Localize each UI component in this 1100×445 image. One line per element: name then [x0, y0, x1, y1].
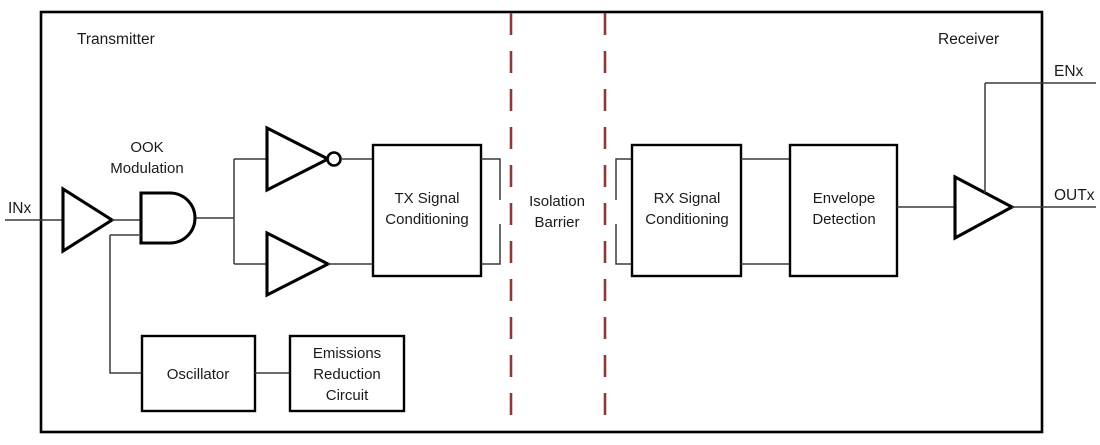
wire-tx-cond-top-to-barrier: [481, 158, 501, 200]
tx-signal-conditioning-label-line1: TX Signal: [394, 190, 459, 207]
ook-modulation-label-line2: Modulation: [110, 160, 183, 177]
emissions-reduction-label-line1: Emissions: [313, 345, 381, 362]
tx-signal-conditioning-block: [371, 143, 483, 278]
input-buffer-gate: [61, 186, 115, 254]
wire-tx-cond-bottom-to-barrier: [481, 224, 501, 265]
isolation-barrier-label-line1: Isolation: [529, 193, 585, 210]
output-buffer-gate: [953, 174, 1016, 241]
isolation-barrier-label-line2: Barrier: [534, 214, 579, 231]
device-outline: [39, 10, 1044, 434]
rx-signal-conditioning-block: [630, 143, 743, 278]
enable-pin-label: ENx: [1054, 63, 1084, 80]
driver-buffer-gate: [265, 230, 332, 298]
envelope-detection-label-line1: Envelope: [813, 190, 876, 207]
envelope-detection-block: [788, 143, 899, 278]
receiver-label: Receiver: [938, 31, 999, 48]
tx-signal-conditioning-label-line2: Conditioning: [385, 211, 468, 228]
wire-barrier-to-rx-bottom: [615, 224, 632, 265]
inverter-bubble-icon: [326, 151, 342, 167]
and-gate: [139, 191, 197, 245]
output-pin-label: OUTx: [1054, 187, 1095, 204]
input-pin-label: INx: [8, 200, 32, 217]
ook-modulation-label-line1: OOK: [130, 139, 163, 156]
wire-oscillator-to-and: [109, 235, 142, 374]
emissions-reduction-label-line2: Reduction: [313, 366, 381, 383]
wire-barrier-to-rx-top: [615, 158, 632, 200]
emissions-reduction-block: [288, 334, 406, 413]
inverter-gate: [265, 125, 332, 193]
transmitter-label: Transmitter: [77, 31, 155, 48]
envelope-detection-label-line2: Detection: [812, 211, 875, 228]
rx-signal-conditioning-label-line1: RX Signal: [654, 190, 721, 207]
oscillator-label: Oscillator: [167, 366, 230, 383]
emissions-reduction-label-line3: Circuit: [326, 387, 369, 404]
rx-signal-conditioning-label-line2: Conditioning: [645, 211, 728, 228]
